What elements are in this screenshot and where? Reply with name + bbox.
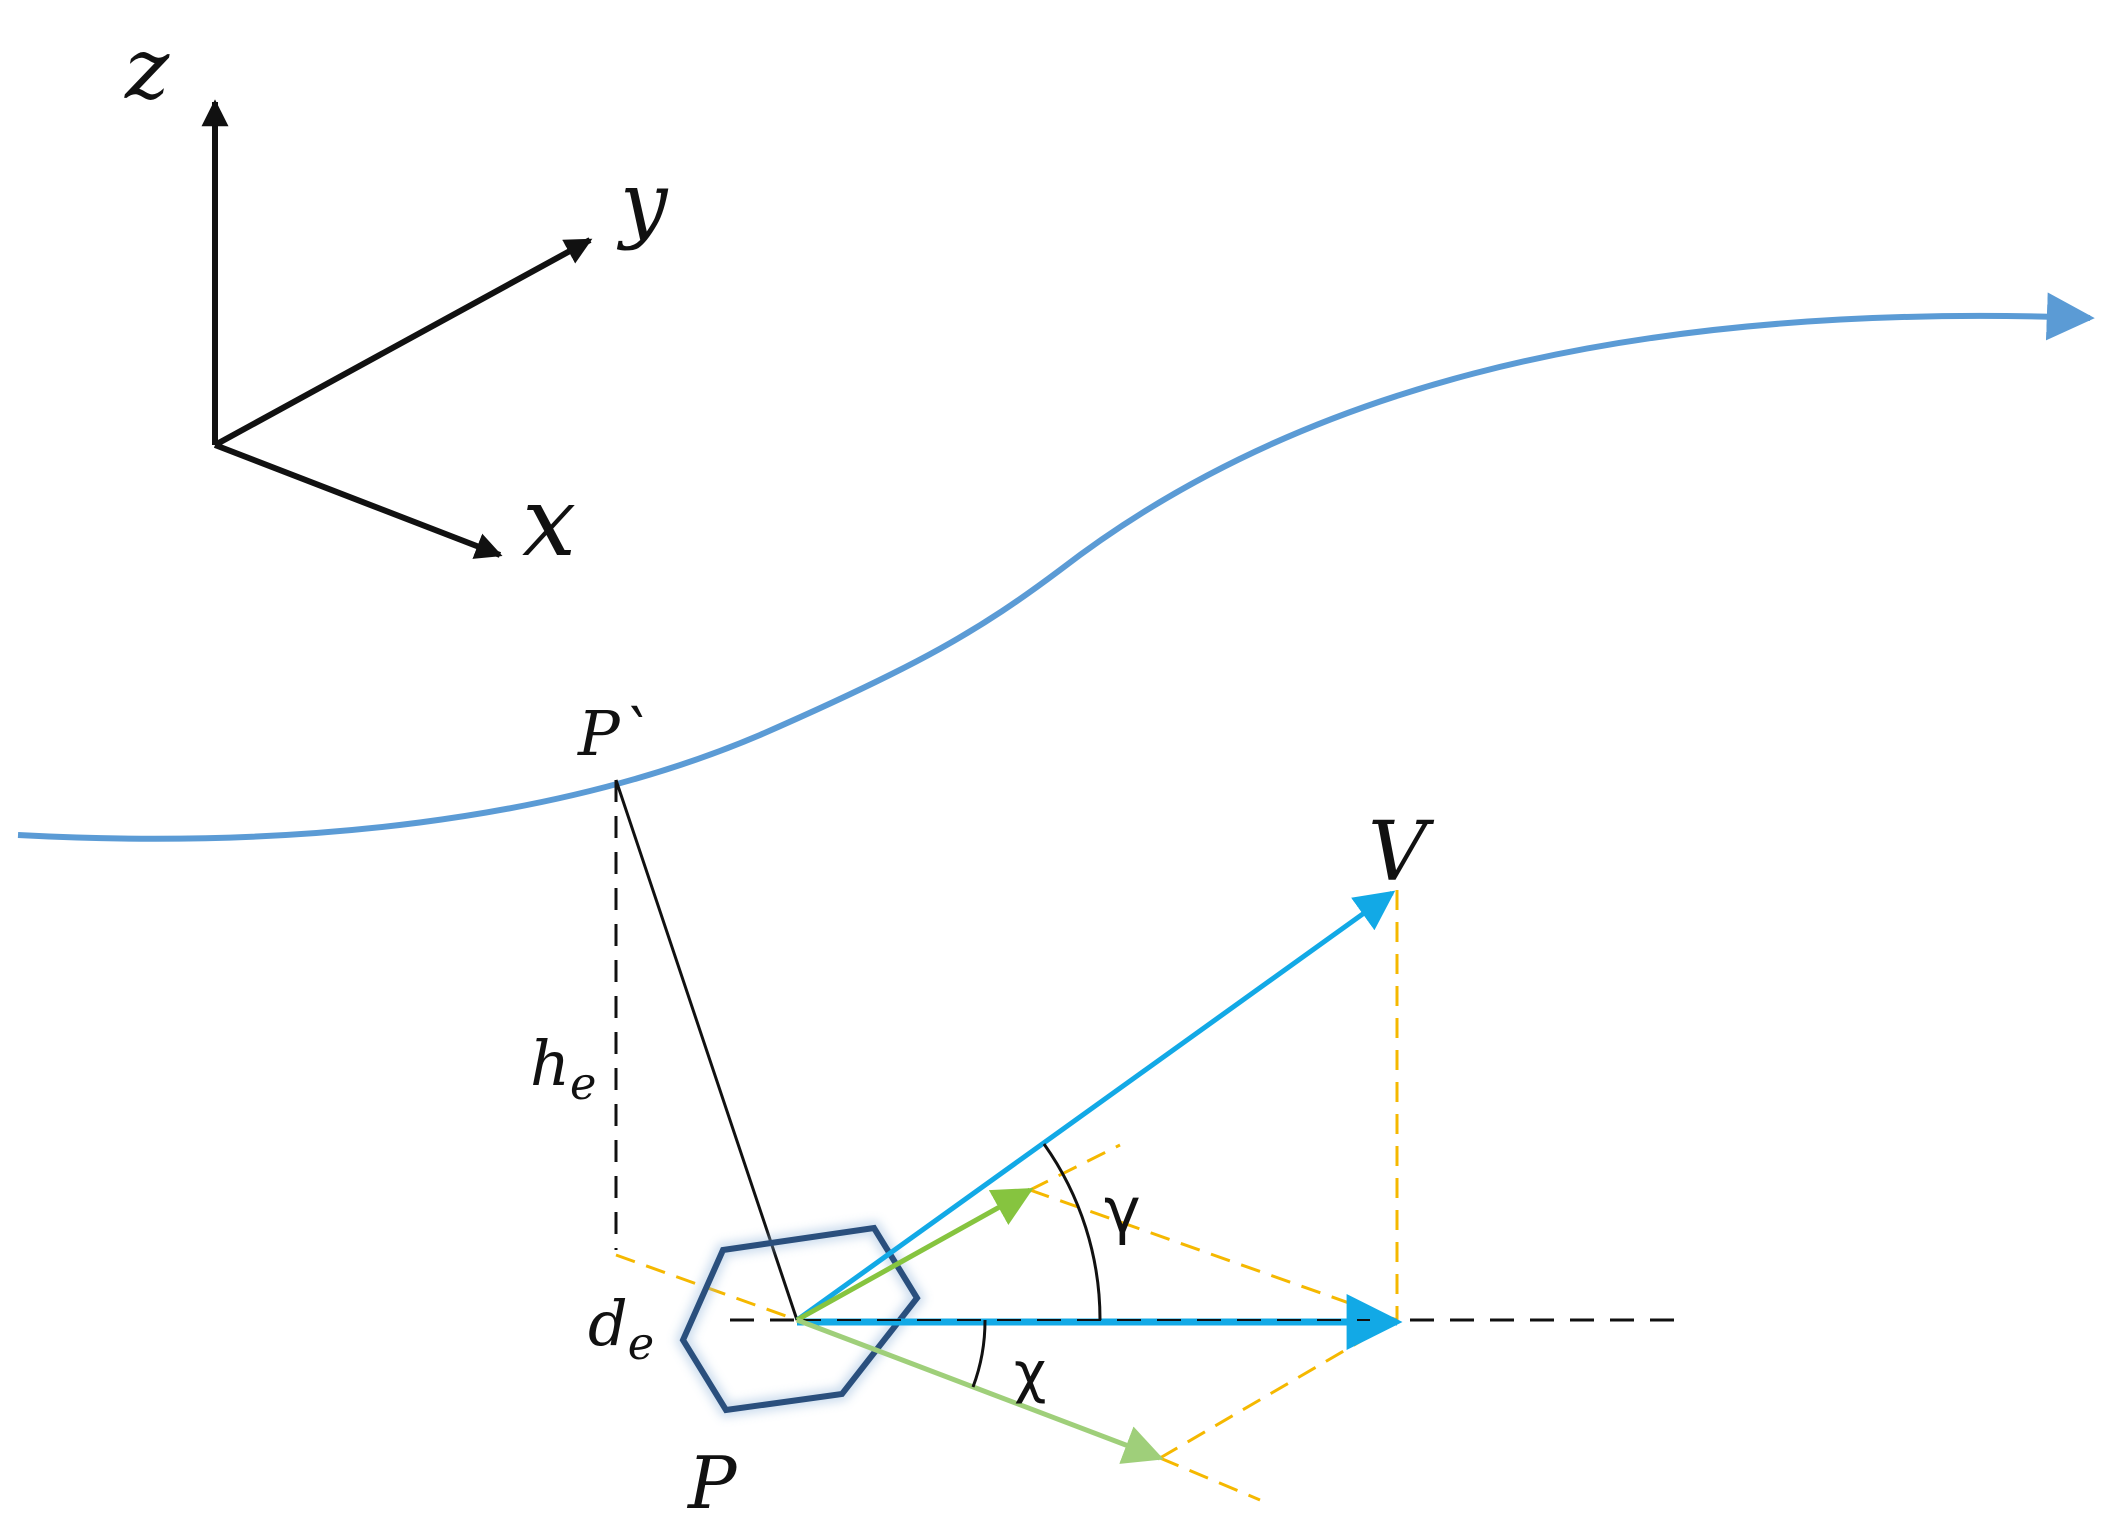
upper-parallel-line [1029, 1188, 1398, 1322]
point-p-prime-label: P` [577, 697, 651, 770]
y-axis-arrow [213, 237, 593, 448]
link-p-prime-to-p [614, 779, 799, 1321]
lower-component-vector [796, 1317, 1164, 1464]
particle-hexagon-icon [675, 1220, 926, 1418]
y-axis-label: y [616, 154, 669, 252]
coordinate-axes: z y x [124, 20, 669, 578]
upper-component-vector [795, 1187, 1034, 1323]
displacement-label: de [588, 1287, 654, 1370]
velocity-label: V [1368, 805, 1435, 900]
gamma-angle-label: γ [1104, 1174, 1141, 1247]
chi-angle-label: χ [1014, 1341, 1046, 1406]
lower-tick-line [1159, 1456, 1261, 1502]
trajectory-curve [17, 292, 2095, 842]
chi-angle-arc [971, 1319, 987, 1388]
velocity-vector [795, 890, 1396, 1323]
lower-parallel-line [1159, 1318, 1398, 1460]
upper-tick-line [1029, 1143, 1121, 1192]
height-label: he [530, 1027, 596, 1110]
gamma-angle-arc [1042, 1143, 1102, 1321]
x-axis-label: x [522, 466, 576, 578]
z-axis-label: z [124, 20, 170, 118]
x-axis-arrow [213, 442, 503, 559]
particle-p-label: P [686, 1441, 738, 1525]
